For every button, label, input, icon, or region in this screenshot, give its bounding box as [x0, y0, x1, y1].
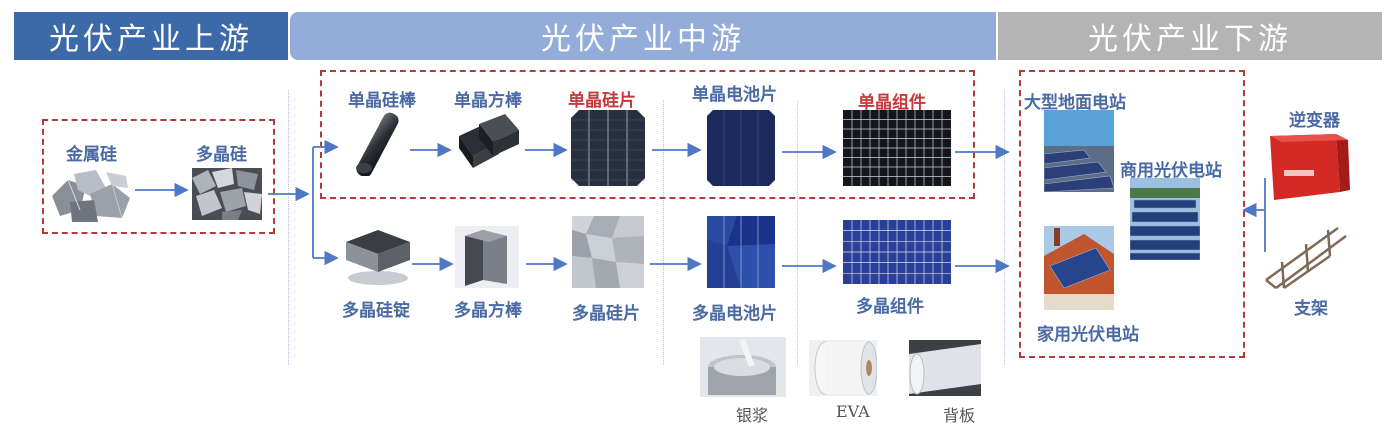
poly-module-image: [843, 220, 951, 284]
large-ground-station-image: [1044, 110, 1114, 192]
label-large-ground-station: 大型地面电站: [1024, 93, 1126, 113]
label-inverter: 逆变器: [1289, 111, 1340, 131]
header-midstream: 光伏产业中游: [290, 12, 996, 60]
separator-wafer-cell: [663, 100, 664, 365]
bracket-image: [1265, 226, 1347, 290]
label-mono-rod: 单晶硅棒: [348, 91, 416, 111]
label-household-station: 家用光伏电站: [1037, 325, 1139, 345]
separator-cell-module: [797, 100, 798, 365]
mono-rod-image: [356, 112, 399, 176]
label-mono-module: 单晶组件: [858, 93, 926, 113]
poly-cell-image: [707, 216, 775, 288]
label-silver-paste: 银浆: [736, 406, 769, 425]
mono-chain-dashed-box: [320, 70, 975, 199]
poly-square-rod-image: [455, 226, 519, 288]
eva-image: [809, 340, 877, 396]
upstream-dashed-box: [42, 119, 275, 234]
label-poly-cell: 多晶电池片: [692, 304, 777, 324]
backsheet-image: [909, 340, 981, 396]
header-upstream: 光伏产业上游: [14, 12, 288, 60]
label-bracket: 支架: [1294, 299, 1328, 319]
label-poly-wafer: 多晶硅片: [572, 304, 640, 324]
poly-ingot-image: [346, 230, 410, 285]
poly-silicon-image: [192, 168, 262, 220]
mono-square-rod-image: [459, 114, 519, 168]
household-station-image: [1044, 226, 1114, 310]
label-metal-silicon: 金属硅: [66, 145, 117, 165]
label-mono-square-rod: 单晶方棒: [454, 91, 522, 111]
label-poly-ingot: 多晶硅锭: [342, 301, 410, 321]
metal-silicon-image: [50, 166, 132, 224]
label-mono-cell: 单晶电池片: [692, 85, 777, 105]
header-downstream: 光伏产业下游: [998, 12, 1382, 60]
label-poly-silicon: 多晶硅: [196, 145, 247, 165]
inverter-image: [1270, 134, 1350, 200]
label-mono-wafer: 单晶硅片: [568, 91, 636, 111]
mono-module-image: [843, 110, 951, 186]
mono-wafer-image: [571, 110, 645, 186]
label-commercial-station: 商用光伏电站: [1120, 161, 1222, 181]
label-backsheet: 背板: [943, 406, 976, 425]
separator-upstream-midstream: [288, 90, 289, 365]
poly-wafer-image: [572, 216, 644, 288]
silver-paste-image: [700, 337, 786, 397]
separator-midstream-downstream: [1004, 90, 1005, 365]
label-eva: EVA: [836, 402, 870, 421]
label-poly-module: 多晶组件: [856, 297, 924, 317]
label-poly-square-rod: 多晶方棒: [454, 301, 522, 321]
commercial-station-image: [1130, 178, 1200, 260]
mono-cell-image: [707, 110, 775, 186]
